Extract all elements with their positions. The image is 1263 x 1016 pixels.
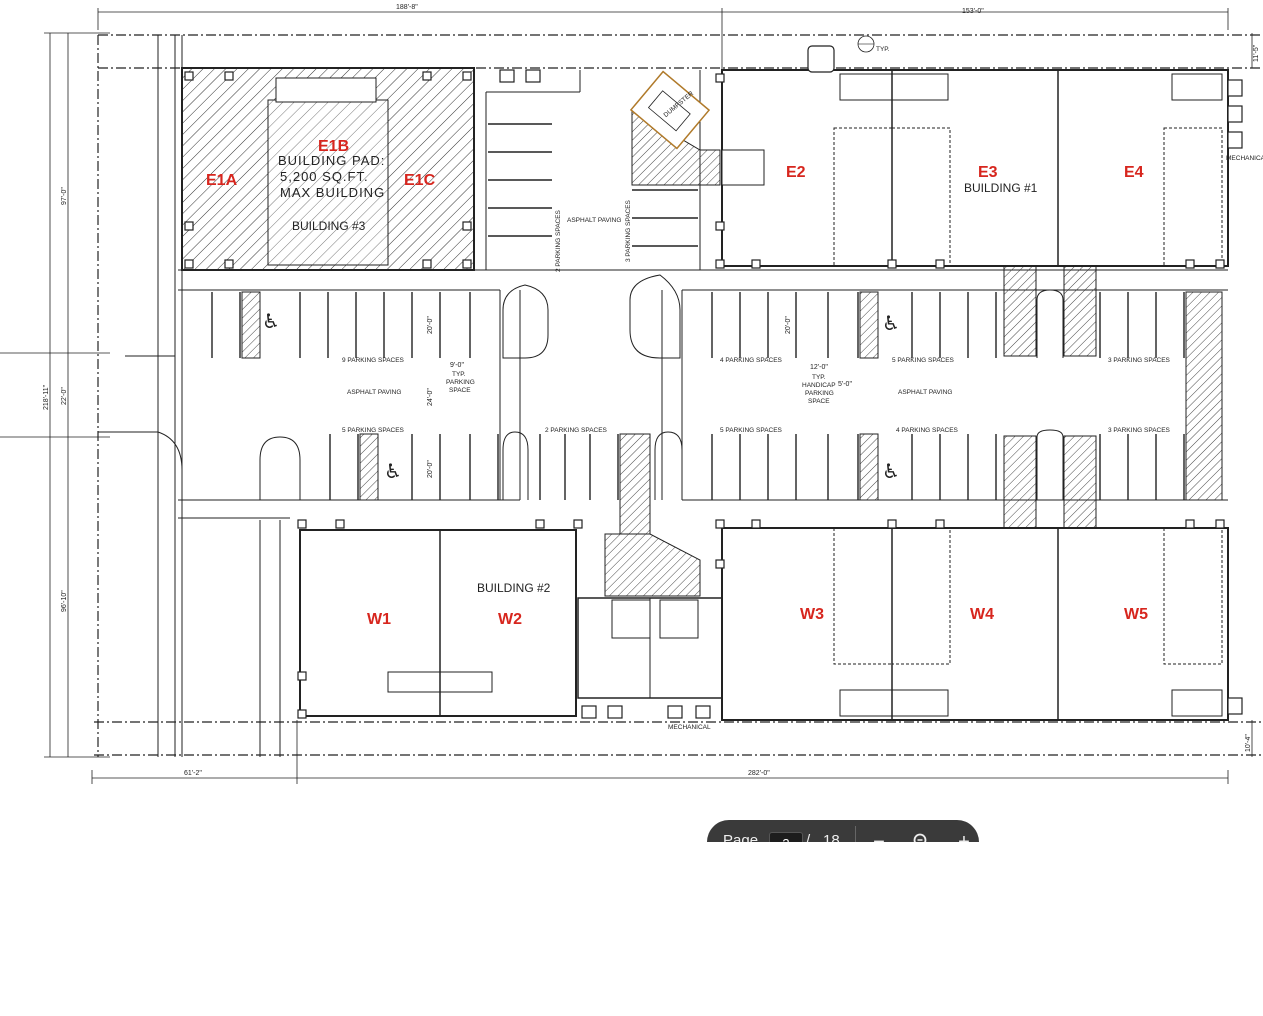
dimension-label: 11'-5" (1253, 44, 1260, 62)
dimension-label: 5'-0" (838, 381, 852, 388)
building-label: BUILDING #3 (292, 219, 366, 233)
unit-label: E2 (786, 164, 806, 181)
parking-label: 4 PARKING SPACES (896, 427, 959, 434)
parking-label: 5 PARKING SPACES (342, 427, 405, 434)
handicap-icon: ♿ (882, 311, 900, 335)
typ-parking-label: SPACE (449, 387, 471, 394)
dimension-label: 24'-0" (427, 388, 434, 406)
dimension-label: 218'-11" (43, 384, 50, 410)
total-pages: 18 (823, 832, 840, 849)
typ-callout: TYP. (857, 35, 890, 53)
dimension-label: 9'-0" (450, 362, 464, 369)
mechanical-label: MECHANICAL (1226, 155, 1263, 162)
building-2 (299, 529, 723, 717)
page-label: Page (723, 832, 759, 849)
building-3 (181, 67, 475, 271)
unit-label: W5 (1124, 606, 1148, 623)
parking-label: 5 PARKING SPACES (720, 427, 783, 434)
zoom-out-button[interactable]: − (873, 831, 885, 853)
typ-handicap-label: TYP. (812, 374, 826, 381)
page-number-input[interactable] (769, 832, 803, 842)
page-separator: / (806, 832, 811, 849)
dimension-label: 20'-0" (785, 316, 792, 334)
magnifier-icon (913, 833, 927, 842)
unit-label: E4 (1124, 164, 1144, 181)
typ-handicap-label: SPACE (808, 398, 830, 405)
typ-handicap-label: HANDICAP (802, 382, 836, 389)
unit-label: W3 (800, 606, 824, 623)
dimension-label: 12'-0" (810, 364, 828, 371)
handicap-icon: ♿ (882, 459, 900, 483)
unit-label: E1A (206, 172, 238, 189)
parking-label: 5 PARKING SPACES (892, 357, 955, 364)
dimension-label: 10'-4" (1245, 734, 1252, 752)
dimension-label: 61'-2" (184, 770, 202, 777)
asphalt-label: ASPHALT PAVING (347, 389, 401, 396)
mechanical-label: MECHANICAL (668, 724, 711, 731)
building-1 (721, 69, 1229, 267)
typ-callout-label: TYP. (876, 46, 890, 53)
dimension-label: 282'-0" (748, 770, 770, 777)
parking-label: 2 PARKING SPACES (555, 209, 562, 272)
dimension-label: 20'-0" (427, 460, 434, 478)
unit-label: E1B (318, 138, 349, 155)
parking-label: 4 PARKING SPACES (720, 357, 783, 364)
dimension-label: 188'-8" (396, 4, 418, 11)
dimension-label: 20'-0" (427, 316, 434, 334)
toolbar-divider (855, 826, 856, 842)
parking-label: 3 PARKING SPACES (1108, 427, 1171, 434)
building-pad-label: BUILDING PAD: (278, 153, 385, 168)
site-plan-drawing: TYP. ♿ ♿ ♿ ♿ E1A E1B E1C E2 E3 E4 W1 W2 … (0, 4, 1263, 784)
dimension-label: 22'-0" (61, 387, 68, 405)
unit-label: E3 (978, 164, 998, 181)
typ-parking-label: TYP. (452, 371, 466, 378)
dimension-label: 97'-0" (61, 187, 68, 205)
typ-parking-label: PARKING (446, 379, 475, 386)
typ-handicap-label: PARKING (805, 390, 834, 397)
unit-label: W2 (498, 611, 522, 628)
parking-label: 2 PARKING SPACES (545, 427, 608, 434)
building-label: BUILDING #1 (964, 181, 1038, 195)
asphalt-label: ASPHALT PAVING (898, 389, 952, 396)
handicap-icon: ♿ (384, 459, 402, 483)
unit-label: E1C (404, 172, 436, 189)
zoom-fit-button[interactable] (909, 828, 935, 842)
pdf-page-toolbar: Page / 18 − + (707, 820, 979, 853)
dimension-label: 96'-10" (61, 590, 68, 612)
unit-label: W1 (367, 611, 391, 628)
handicap-icon: ♿ (262, 309, 280, 333)
building-pad-label: 5,200 SQ.FT. (280, 169, 369, 184)
building-pad-label: MAX BUILDING (280, 185, 385, 200)
parking-label: 9 PARKING SPACES (342, 357, 405, 364)
dumpster-enclosure (629, 70, 711, 150)
unit-label: W4 (970, 606, 994, 623)
dimension-label: 153'-0" (962, 8, 984, 15)
parking-label: 3 PARKING SPACES (625, 199, 632, 262)
zoom-in-button[interactable]: + (958, 831, 970, 853)
parking-label: 3 PARKING SPACES (1108, 357, 1171, 364)
building-label: BUILDING #2 (477, 581, 551, 595)
dimension-lines (0, 8, 1253, 784)
building-west-row (721, 527, 1229, 721)
asphalt-label: ASPHALT PAVING (567, 217, 621, 224)
